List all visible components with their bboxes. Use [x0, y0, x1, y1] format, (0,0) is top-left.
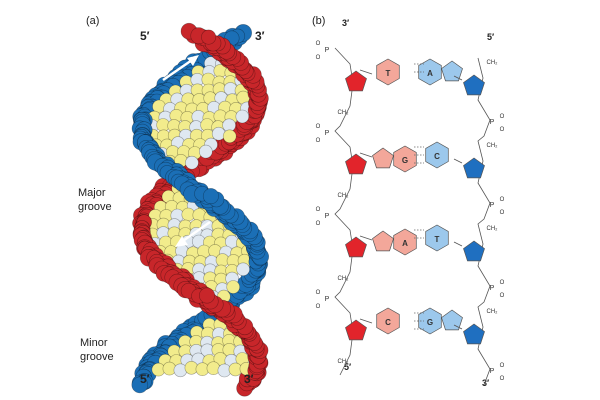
- base-left-letter: C: [385, 318, 391, 327]
- phosphate-o-left: O: [316, 124, 321, 130]
- base-right-letter: G: [427, 318, 433, 327]
- base-right-letter: A: [427, 69, 433, 78]
- glycosidic-bond-right: [454, 242, 462, 246]
- base-right-purine-ring: [442, 310, 463, 330]
- strand-end-top-left: 5′: [140, 29, 150, 43]
- helix-atom: [199, 145, 212, 158]
- double-helix: [132, 23, 269, 396]
- major-groove-label-line1: Major: [78, 187, 106, 199]
- phosphate-p-left: P: [325, 296, 330, 303]
- phosphate-o-left: O: [316, 55, 321, 61]
- phosphate-o-left: O: [316, 304, 321, 310]
- base-right-purine-ring: [442, 61, 463, 81]
- phosphate-o-right: O: [500, 376, 505, 382]
- glycosidic-bond-left: [360, 236, 372, 240]
- sugar-right: [464, 324, 485, 344]
- phosphate-o-right: O: [500, 197, 505, 203]
- ch2-label-left: CH₂: [338, 276, 350, 282]
- phosphate-o-left: O: [316, 207, 321, 213]
- ch2-label-left: CH₂: [338, 110, 350, 116]
- glycosidic-bond-left: [360, 70, 372, 74]
- helix-atom: [185, 156, 198, 169]
- base-right-letter: T: [435, 235, 440, 244]
- ch2-label-right: CH₂: [487, 226, 499, 232]
- sugar-right: [464, 241, 485, 261]
- base-left-letter: G: [402, 156, 408, 165]
- major-groove-label-line2: groove: [78, 201, 112, 213]
- panel-b-chemical-structure: (b) 3′ 5′ 5′ 3′ POOCH₂TACH₂POOPOOCH₂GCCH…: [312, 15, 505, 388]
- sugar-right: [464, 158, 485, 178]
- phosphate-o-right: O: [500, 363, 505, 369]
- sugar-left: [346, 237, 367, 257]
- phosphate-o-right: O: [500, 127, 505, 133]
- phosphate-o-left: O: [316, 290, 321, 296]
- sugar-right: [464, 75, 485, 95]
- backbone-end-bottom-right: 3′: [482, 378, 489, 388]
- phosphate-p-right: P: [490, 368, 495, 375]
- phosphate-p-left: P: [325, 213, 330, 220]
- panel-a-space-filling-model: (a) 5′ 3′ 5′ 3′ Major groove Minor groov…: [78, 15, 269, 396]
- base-left-purine-ring: [373, 148, 394, 168]
- minor-groove-label-line2: groove: [80, 351, 114, 363]
- glycosidic-bond-left: [360, 153, 372, 157]
- phosphate-p-right: P: [490, 285, 495, 292]
- panel-b-label: (b): [312, 15, 325, 27]
- helix-atom: [207, 362, 220, 375]
- helix-atom: [236, 110, 249, 123]
- phosphate-o-right: O: [500, 114, 505, 120]
- base-right-letter: C: [434, 152, 440, 161]
- panel-a-label: (a): [86, 15, 99, 27]
- helix-atom: [201, 30, 215, 44]
- sugar-left: [346, 71, 367, 91]
- base-pair-ladder: POOCH₂TACH₂POOPOOCH₂GCCH₂POOPOOCH₂ATCH₂P…: [316, 41, 505, 385]
- minor-groove-label-line1: Minor: [80, 337, 108, 349]
- strand-end-bottom-left: 5′: [140, 372, 150, 386]
- ch2-label-right: CH₂: [487, 309, 499, 315]
- helix-atom: [237, 263, 250, 276]
- strand-end-bottom-right: 3′: [244, 372, 254, 386]
- strand-end-top-right: 3′: [255, 29, 265, 43]
- helix-atom: [227, 281, 240, 294]
- sugar-left: [346, 320, 367, 340]
- glycosidic-bond-left: [360, 319, 372, 323]
- backbone-end-top-left: 3′: [342, 18, 349, 28]
- phosphate-p-right: P: [490, 202, 495, 209]
- ch2-label-right: CH₂: [487, 143, 499, 149]
- phosphate-o-right: O: [500, 210, 505, 216]
- helix-atom: [223, 130, 236, 143]
- ch2-label-left: CH₂: [338, 359, 350, 365]
- glycosidic-bond-right: [454, 159, 462, 163]
- phosphate-o-left: O: [316, 138, 321, 144]
- sugar-left: [346, 154, 367, 174]
- helix-atom: [203, 188, 218, 203]
- phosphate-o-left: O: [316, 41, 321, 47]
- phosphate-o-left: O: [316, 221, 321, 227]
- phosphate-p-right: P: [490, 119, 495, 126]
- phosphate-o-right: O: [500, 280, 505, 286]
- ch2-label-left: CH₂: [338, 193, 350, 199]
- base-left-letter: A: [402, 239, 408, 248]
- ch2-label-right: CH₂: [487, 60, 499, 66]
- base-left-letter: T: [386, 69, 391, 78]
- phosphate-p-left: P: [325, 130, 330, 137]
- phosphate-p-left: P: [325, 47, 330, 54]
- phosphate-o-right: O: [500, 293, 505, 299]
- backbone-end-top-right: 5′: [487, 32, 494, 42]
- helix-atom: [199, 288, 214, 303]
- base-left-purine-ring: [373, 231, 394, 251]
